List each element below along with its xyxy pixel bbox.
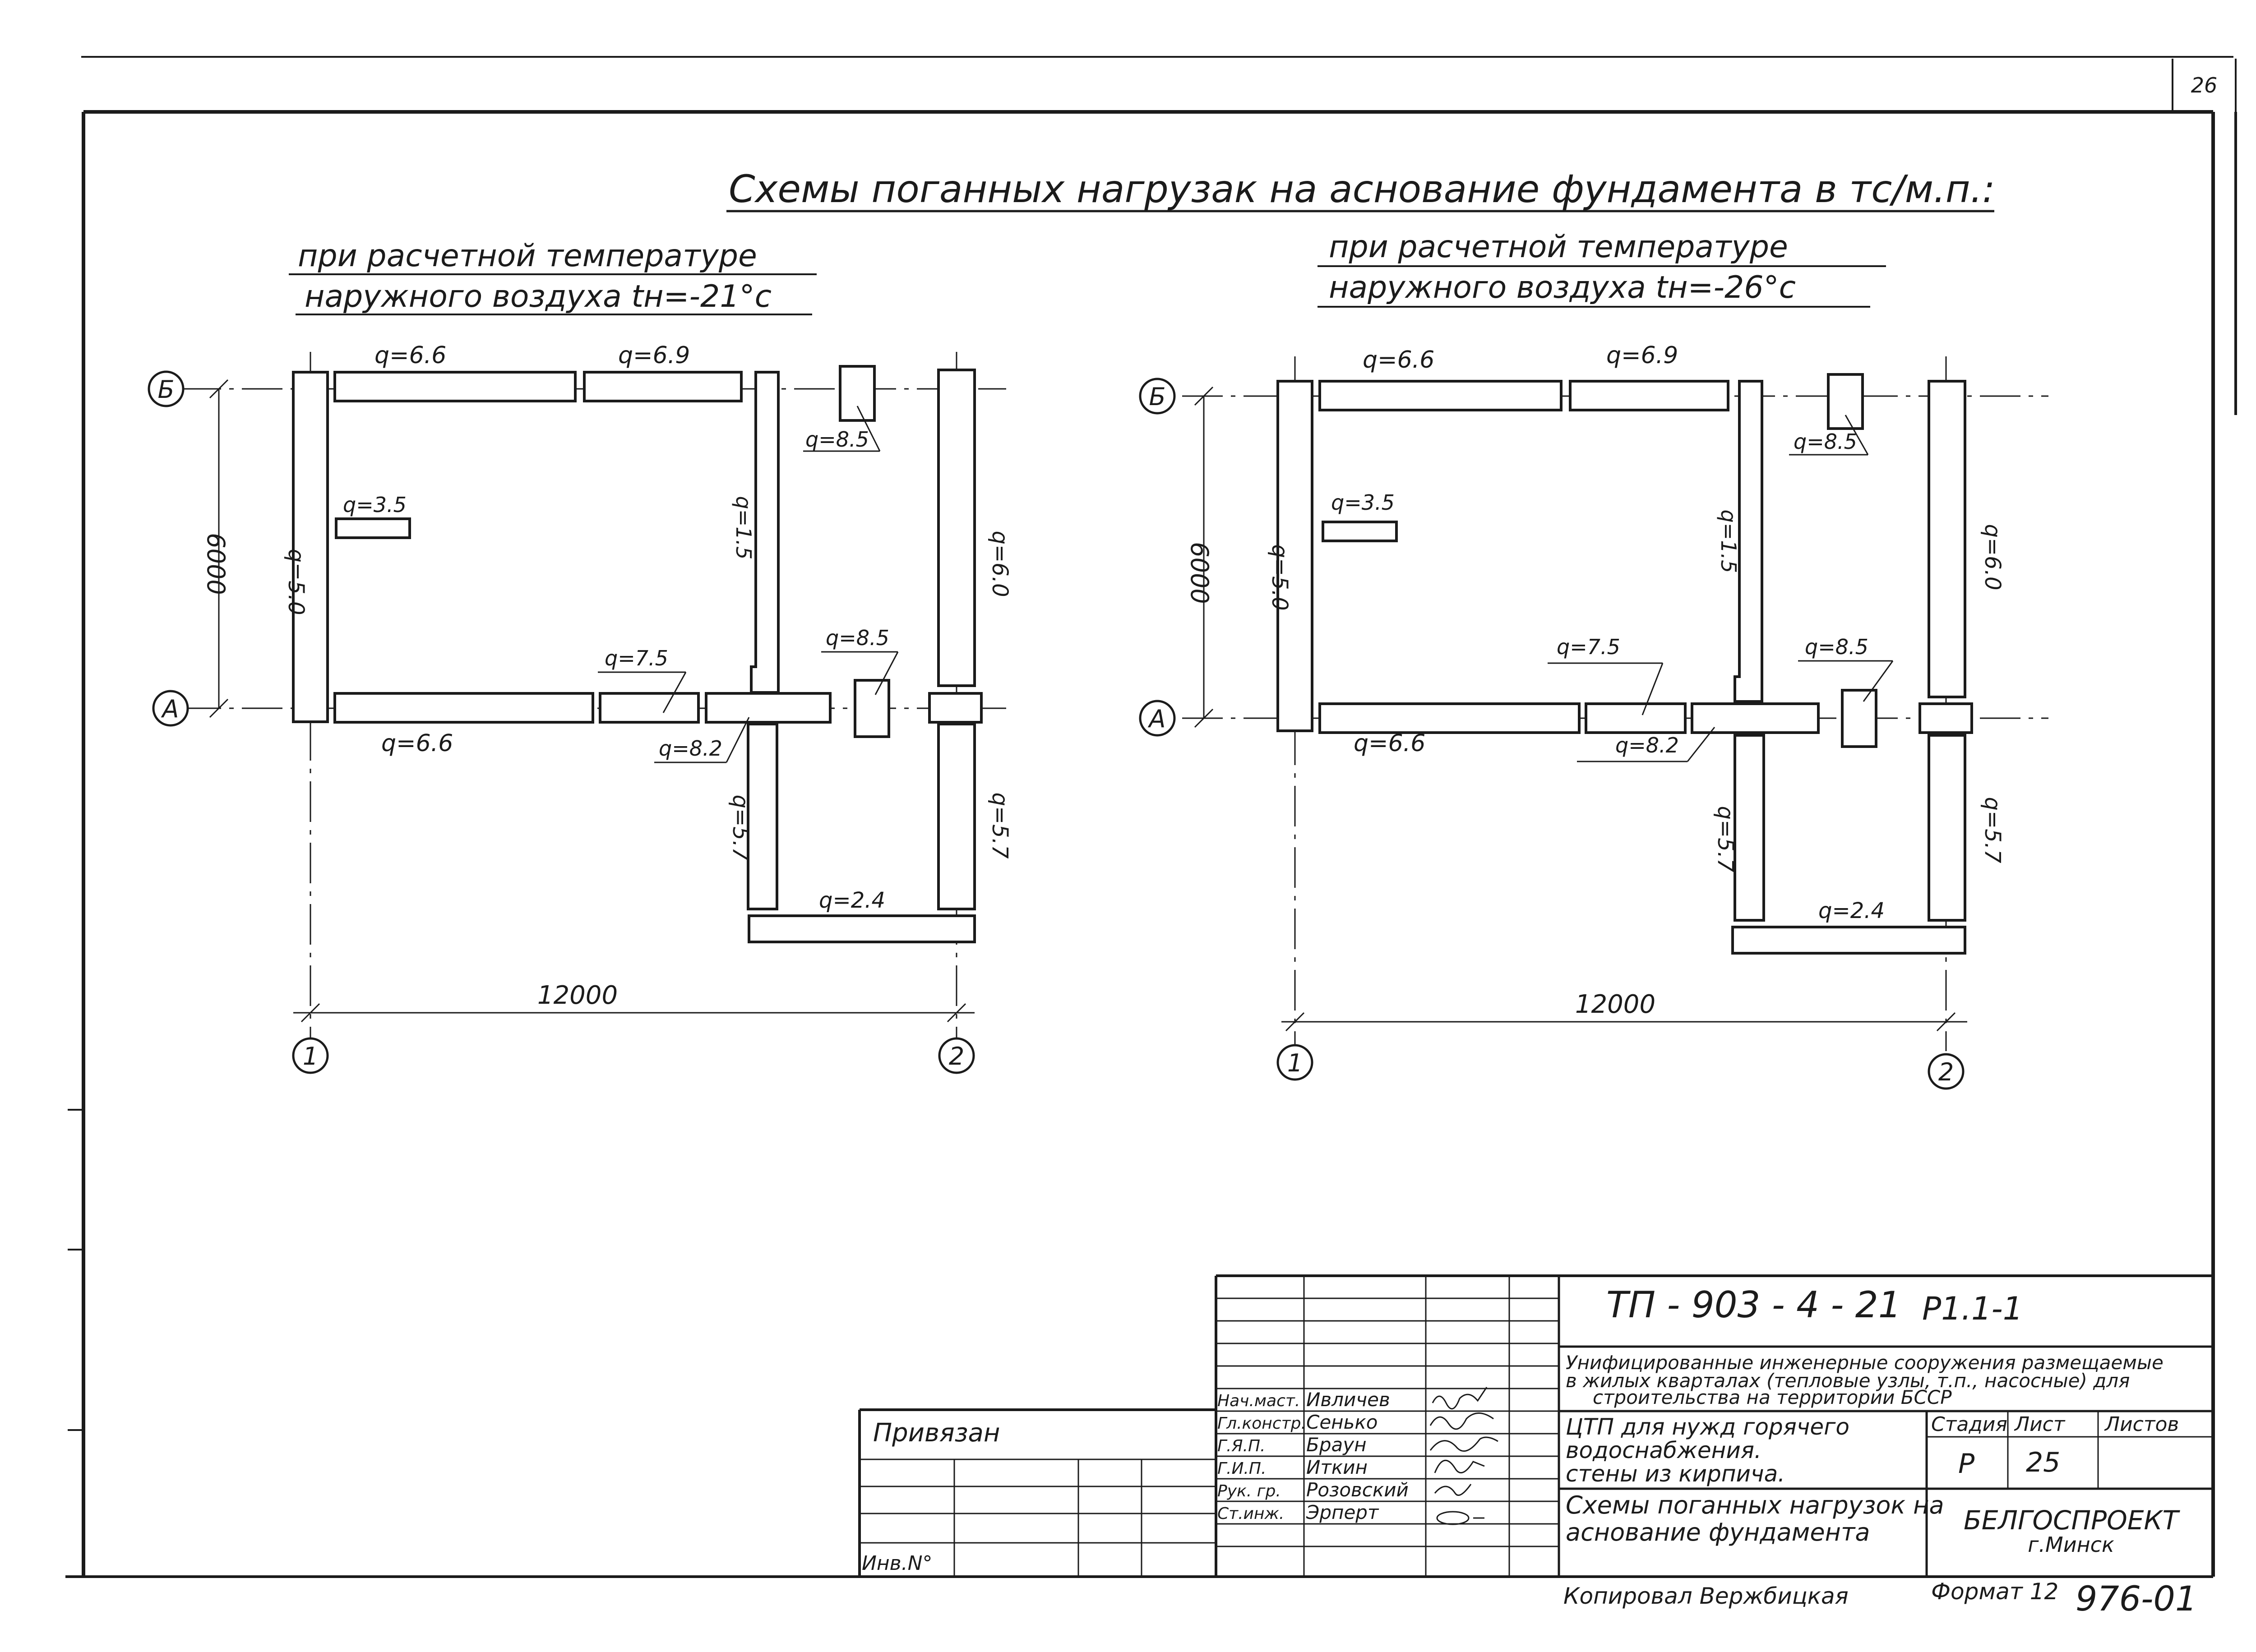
sheet-frame [65,56,2237,1578]
left-load-lower-inner: q=5.7 [728,794,753,861]
right-axis-2: 2 [1938,1058,1954,1086]
right-load-bottom-mid: q=8.2 [1615,733,1679,757]
right-load-left-col: q=5.0 [1267,544,1292,610]
footer-order: 976-01 [2076,1578,2197,1619]
tb-section-2: водоснабжения. [1566,1437,1761,1463]
tb-description-3: строительства на территории БССР [1593,1386,1952,1408]
right-load-small: q=3.5 [1331,490,1395,515]
left-subtitle-line1: при расчетной температуре [298,238,757,274]
tb-sheets-header: Листов [2104,1413,2179,1436]
right-dim-vertical: 6000 [1185,542,1214,604]
tb-role: Г.И.П. [1217,1459,1266,1478]
right-subtitle-line2: наружного воздуха tн=-26°с [1329,270,1796,305]
tb-description-2: в жилых кварталах (тепловые узлы, т.п., … [1566,1370,2130,1392]
right-load-top-right: q=6.9 [1606,342,1678,369]
left-load-bottom: q=2.4 [819,888,885,913]
tb-sheet: 25 [2026,1447,2060,1478]
tb-role: Гл.констр. [1217,1414,1306,1433]
left-load-left-col: q=5.0 [283,549,309,615]
left-load-lower-right: q=5.7 [987,792,1012,858]
right-load-top-left: q=6.6 [1363,346,1434,374]
left-load-top-right: q=6.9 [618,342,690,369]
right-load-bottom-left: q=6.6 [1354,730,1425,757]
left-dim-horizontal: 12000 [537,981,618,1010]
left-axis-2: 2 [949,1042,964,1071]
right-load-mid: q=7.5 [1557,635,1620,659]
left-dim-vertical: 6000 [202,533,230,595]
left-axis-a: А [161,695,179,723]
signatures [1429,1387,1498,1525]
tb-name: Сенько [1306,1411,1378,1433]
tb-name: Эрперт [1306,1501,1379,1523]
left-load-inner: q=1.5 [731,496,756,560]
right-load-lower-right: q=5.7 [1980,797,2005,863]
right-load-far-right: q=6.0 [1980,524,2005,590]
tb-sheet-header: Лист [2014,1413,2066,1436]
page-number: 26 [2191,73,2218,97]
tb-description-1: Унифицированные инженерные сооружения ра… [1566,1352,2164,1374]
tb-org-2: г.Минск [2028,1532,2114,1557]
right-subtitle-line1: при расчетной температуре [1329,229,1788,265]
tb-role: Ст.инж. [1217,1504,1284,1523]
tb-section-3: стены из кирпича. [1566,1461,1785,1487]
tb-section-1: ЦТП для нужд горячего [1566,1414,1849,1440]
tb-name: Иткин [1306,1456,1368,1478]
left-load-bottom-left: q=6.6 [381,730,453,757]
right-load-inner: q=1.5 [1716,510,1741,573]
tb-name: Ивличев [1306,1389,1390,1411]
right-dim-horizontal: 12000 [1575,990,1655,1019]
right-axis-1: 1 [1287,1049,1303,1077]
left-load-far-right: q=6.0 [987,531,1012,597]
right-load-lower-inner: q=5.7 [1713,806,1738,872]
right-axis-a: А [1148,705,1166,733]
tb-role: Рук. гр. [1217,1482,1281,1500]
right-load-right-box: q=8.5 [1794,429,1857,454]
left-load-bottom-mid: q=8.2 [659,736,722,761]
tb-name: Браун [1306,1434,1367,1456]
tb-org-1: БЕЛГОСПРОЕКТ [1964,1505,2181,1536]
tb-role: Нач.маст. [1217,1392,1300,1410]
title-block: ТП - 903 - 4 - 21 Р1.1-1 Унифицированные… [858,1274,2213,1577]
right-load-bottom: q=2.4 [1818,898,1885,923]
footer-format: Формат 12 [1931,1578,2058,1605]
tb-code: ТП - 903 - 4 - 21 [1606,1284,1901,1326]
tb-bound-label: Привязан [873,1418,1000,1448]
left-axis-b: Б [157,375,174,404]
tb-name: Розовский [1306,1479,1409,1501]
left-load-mid: q=7.5 [605,646,668,670]
tb-stage-header: Стадия [1931,1413,2007,1436]
left-subtitle-line2: наружного воздуха tн=-21°с [305,279,772,314]
tb-role: Г.Я.П. [1217,1437,1265,1455]
tb-stage: Р [1958,1448,1975,1480]
main-title: Схемы поганных нагрузак на аснование фун… [729,167,1995,211]
left-load-right-box: q=8.5 [805,427,869,452]
left-load-small: q=3.5 [343,493,407,517]
right-scheme: при расчетной температуре наружного возд… [1139,229,2048,1090]
left-axis-1: 1 [303,1042,318,1071]
right-load-mid-box: q=8.5 [1805,635,1868,659]
tb-sheet-ref: Р1.1-1 [1922,1290,2023,1327]
left-load-top-left: q=6.6 [374,342,446,369]
tb-inv-label: Инв.N° [862,1552,933,1575]
tb-sheet-title-2: аснование фундамента [1566,1518,1870,1546]
left-load-mid-box: q=8.5 [826,626,889,650]
right-axis-b: Б [1149,383,1165,411]
footer-copied: Копировал Вержбицкая [1563,1583,1849,1609]
tb-sheet-title-1: Схемы поганных нагрузок на [1566,1491,1944,1519]
left-scheme: при расчетной температуре наружного возд… [148,238,1012,1074]
